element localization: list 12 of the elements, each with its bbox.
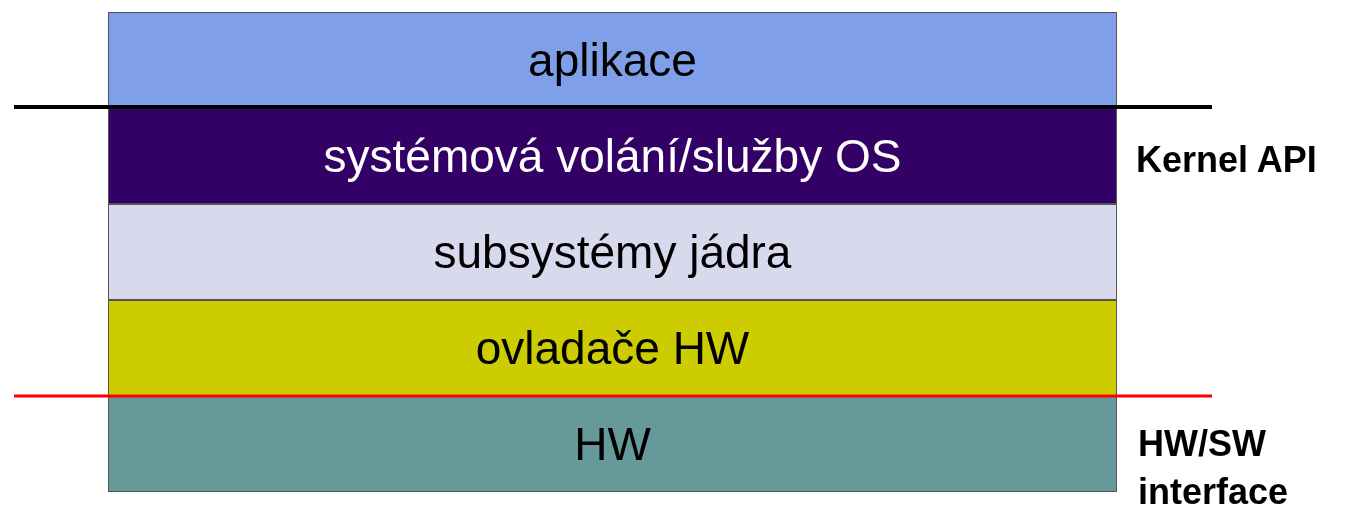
layer-label: systémová volání/služby OS [323, 129, 902, 183]
layer-label: aplikace [528, 33, 697, 87]
layer-label: subsystémy jádra [433, 225, 792, 279]
boundary-label: HW/SW interface [1138, 422, 1290, 514]
layer-label: ovladače HW [475, 321, 750, 375]
layer-band [108, 396, 1117, 492]
boundary-label: Kernel API [1136, 138, 1318, 182]
layer-label: HW [574, 417, 651, 471]
layer-band [108, 204, 1117, 300]
layer-band [108, 300, 1117, 396]
layer-band [108, 12, 1117, 108]
layer-band [108, 108, 1117, 204]
